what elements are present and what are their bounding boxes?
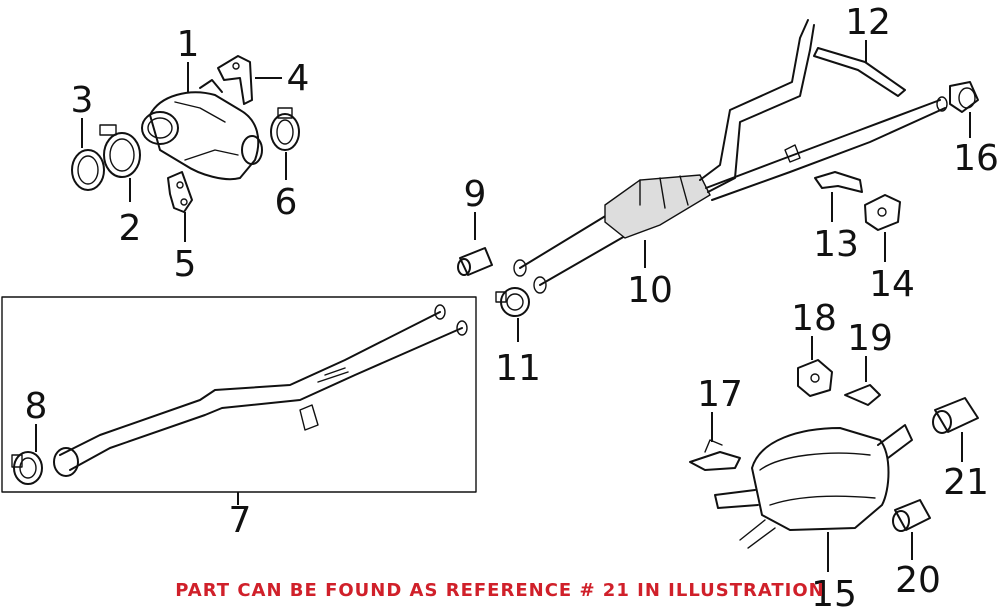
callout-4: 4: [287, 58, 310, 99]
callout-9: 9: [464, 174, 487, 215]
part-5-bracket: [167, 171, 193, 213]
callout-20: 20: [895, 560, 941, 601]
callout-13: 13: [813, 224, 859, 265]
callout-12: 12: [845, 2, 891, 43]
part-21-exhaust-tip: [932, 397, 979, 434]
leader-lines: [35, 40, 971, 572]
reference-note: PART CAN BE FOUND AS REFERENCE # 21 IN I…: [175, 580, 825, 601]
callout-16: 16: [953, 138, 999, 179]
part-7-front-pipe-box: [1, 296, 477, 493]
part-17-bracket: [689, 439, 741, 471]
callout-3: 3: [71, 80, 94, 121]
callout-8: 8: [25, 386, 48, 427]
part-9-rubber-hanger: [457, 247, 493, 276]
callout-7: 7: [229, 500, 252, 541]
part-15-rear-muffler: [714, 424, 913, 549]
callout-1: 1: [177, 24, 200, 65]
part-19-bracket: [844, 384, 881, 406]
part-8-clamp: [11, 451, 43, 485]
part-11-clamp: [495, 287, 530, 317]
callout-19: 19: [847, 318, 893, 359]
callout-2: 2: [119, 208, 142, 249]
callout-21: 21: [943, 462, 989, 503]
part-13-bracket: [814, 171, 863, 193]
callouts: 1 2 3 4 5 6 7 8 9 10 11 12 13 14 15 16 1…: [25, 2, 999, 613]
callout-11: 11: [495, 348, 541, 389]
callout-15: 15: [811, 574, 857, 613]
part-1-catalytic-converter: [141, 79, 263, 181]
part-12-strap: [813, 47, 906, 97]
callout-10: 10: [627, 270, 673, 311]
callout-14: 14: [869, 264, 915, 305]
callout-6: 6: [275, 182, 298, 223]
part-3-gasket: [71, 149, 105, 191]
part-18-hanger: [797, 359, 833, 397]
part-14-hanger: [864, 194, 901, 231]
part-16-clamp: [949, 81, 979, 113]
part-10-center-resonator: [513, 19, 948, 294]
part-2-clamp: [99, 124, 141, 178]
callout-5: 5: [174, 244, 197, 285]
callout-18: 18: [791, 298, 837, 339]
part-6-clamp: [270, 107, 300, 151]
callout-17: 17: [697, 374, 743, 415]
part-4-bracket: [217, 55, 253, 105]
part-20-exhaust-tip: [892, 499, 931, 532]
